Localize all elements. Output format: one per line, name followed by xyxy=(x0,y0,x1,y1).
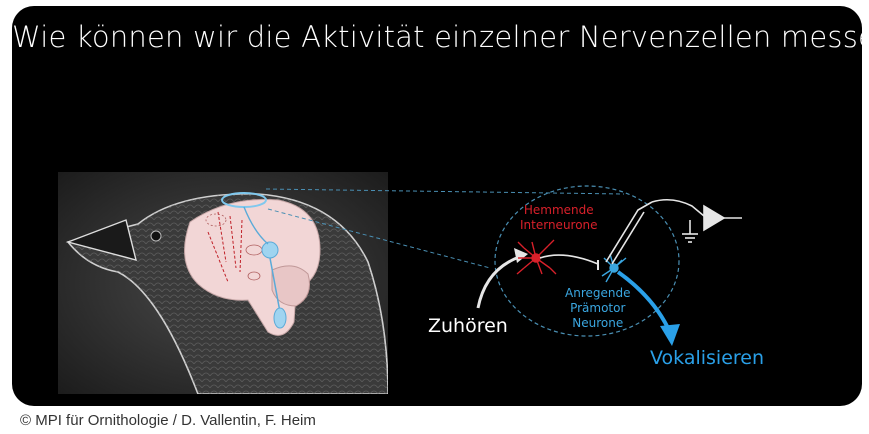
excitatory-neuron xyxy=(602,254,626,282)
excitatory-label-line-3: Neurone xyxy=(565,316,630,331)
vocalizing-label: Vokalisieren xyxy=(650,347,764,369)
slide: Wie können wir die Aktivität einzelner N… xyxy=(12,6,862,406)
excitatory-label-line-2: Prämotor xyxy=(565,301,630,316)
inhibitory-label-line-1: Hemmende xyxy=(520,203,598,218)
inhibitory-label: Hemmende Interneurone xyxy=(520,203,598,233)
excitatory-label: Anregende Prämotor Neurone xyxy=(565,286,630,331)
hearing-arrow xyxy=(478,256,522,308)
circuit-diagram xyxy=(12,6,862,406)
recording-electrode xyxy=(606,200,742,264)
zoom-line-top xyxy=(266,189,624,194)
hearing-label: Zuhören xyxy=(428,315,508,337)
excitatory-label-line-1: Anregende xyxy=(565,286,630,301)
inhibitory-label-line-2: Interneurone xyxy=(520,218,598,233)
image-credit-caption: © MPI für Ornithologie / D. Vallentin, F… xyxy=(20,412,316,429)
zoom-line-bottom xyxy=(268,209,490,268)
